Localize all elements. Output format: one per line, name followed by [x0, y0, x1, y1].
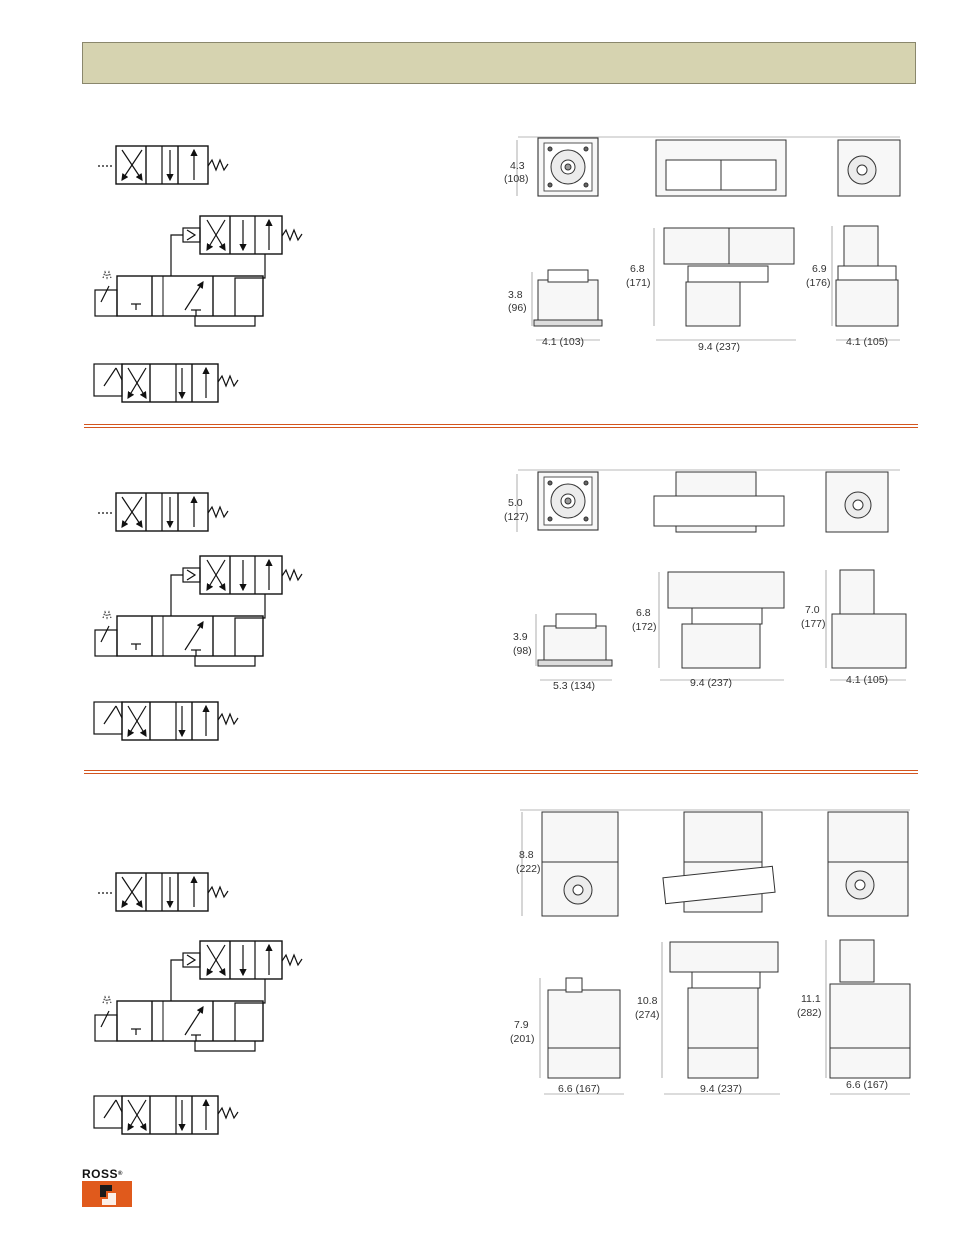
section1-drawings: [517, 137, 900, 340]
dim-front-height-mm: (127): [504, 511, 529, 523]
dim-front-height: 5.0: [508, 497, 523, 509]
dim-side-height: 7.0: [805, 604, 820, 616]
logo-name: ROSS: [82, 1167, 118, 1181]
valve-symbol-solenoid: [94, 364, 238, 402]
dim-total-height: 10.8: [637, 995, 658, 1007]
dim-front-height-mm: (222): [516, 863, 541, 875]
dim-base-height-mm: (201): [510, 1033, 535, 1045]
valve-symbol-pilot: [98, 873, 228, 911]
dim-side-width: 4.1 (105): [846, 336, 888, 348]
dim-front-height: 4.3: [510, 160, 525, 172]
dim-side-width: 6.6 (167): [846, 1079, 888, 1091]
dim-length: 9.4 (237): [698, 341, 740, 353]
valve-symbol-pilot: [98, 146, 228, 184]
ross-logo: ROSS®: [82, 1168, 134, 1207]
dim-base-height: 3.8: [508, 289, 523, 301]
dim-total-height: 6.8: [636, 607, 651, 619]
logo-reg-mark: ®: [118, 1171, 123, 1177]
dim-base-width: 4.1 (103): [542, 336, 584, 348]
dim-side-height: 11.1: [801, 993, 821, 1005]
dim-total-height-mm: (171): [626, 277, 651, 289]
dim-base-height: 7.9: [514, 1019, 529, 1031]
dim-base-height-mm: (98): [513, 645, 532, 657]
valve-symbol-piloted: [95, 216, 302, 326]
valve-symbol-solenoid: [94, 1096, 238, 1134]
dim-side-height: 6.9: [812, 263, 827, 275]
ross-logo-mark-icon: [82, 1181, 132, 1207]
dim-length: 9.4 (237): [700, 1083, 742, 1095]
dim-total-height-mm: (274): [635, 1009, 660, 1021]
dim-side-height-mm: (176): [806, 277, 831, 289]
dim-total-height-mm: (172): [632, 621, 657, 633]
dim-total-height: 6.8: [630, 263, 645, 275]
valve-symbol-solenoid: [94, 702, 238, 740]
section2-drawings: [517, 470, 906, 680]
dim-base-height-mm: (96): [508, 302, 527, 314]
dim-front-height: 8.8: [519, 849, 534, 861]
dim-side-width: 4.1 (105): [846, 674, 888, 686]
dim-base-width: 5.3 (134): [553, 680, 595, 692]
dim-base-height: 3.9: [513, 631, 528, 643]
dim-side-height-mm: (282): [797, 1007, 822, 1019]
dim-front-height-mm: (108): [504, 173, 529, 185]
valve-symbol-piloted: [95, 556, 302, 666]
valve-symbol-piloted: [95, 941, 302, 1051]
dim-side-height-mm: (177): [801, 618, 826, 630]
dim-length: 9.4 (237): [690, 677, 732, 689]
valve-symbol-pilot: [98, 493, 228, 531]
section3-drawings: [520, 810, 910, 1094]
dim-base-width: 6.6 (167): [558, 1083, 600, 1095]
